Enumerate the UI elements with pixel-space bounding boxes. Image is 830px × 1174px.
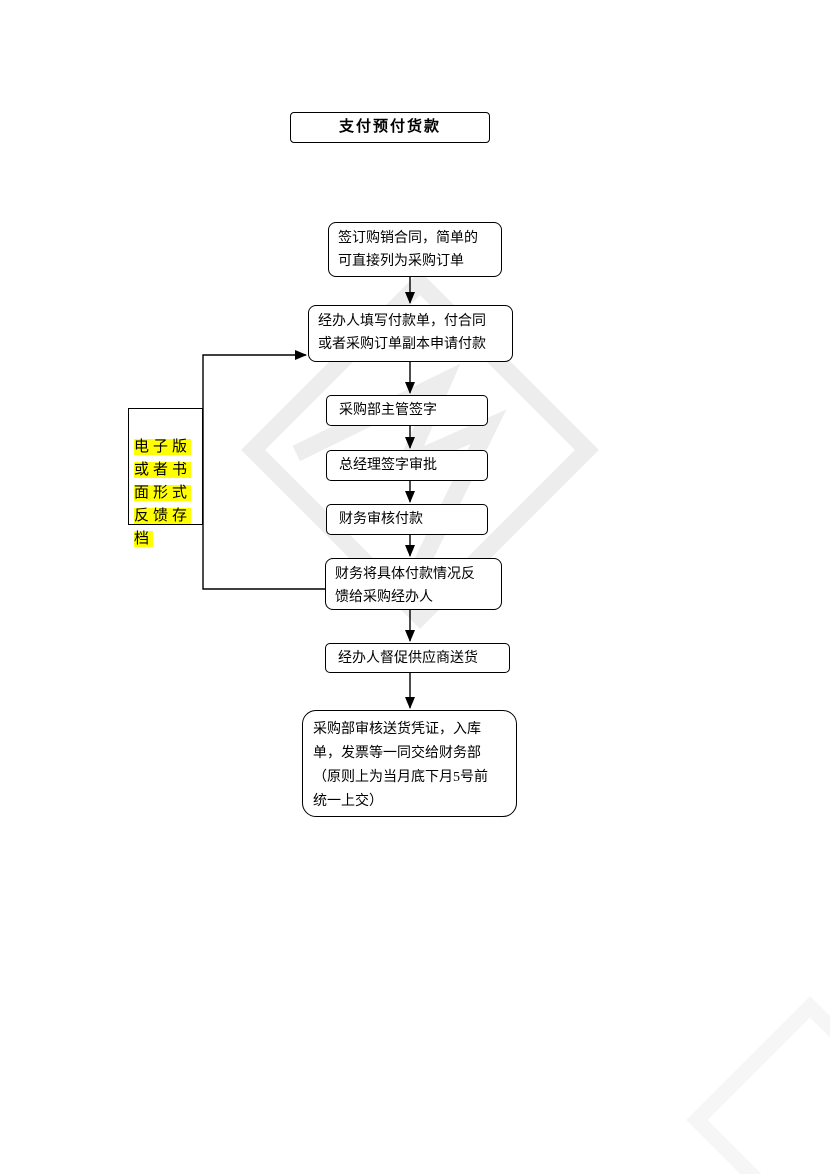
step-sign-contract: 签订购销合同，简单的 可直接列为采购订单	[328, 222, 502, 277]
step-submit-vouchers: 采购部审核送货凭证，入库 单，发票等一同交给财务部 （原则上为当月底下月5号前 …	[302, 710, 517, 817]
step-general-manager-approve: 总经理签字审批	[326, 450, 488, 481]
chart-title: 支付预付货款	[290, 112, 490, 143]
step-purchasing-supervisor-sign: 采购部主管签字	[326, 395, 488, 426]
step-urge-supplier-delivery: 经办人督促供应商送货	[325, 643, 510, 673]
step-finance-feedback: 财务将具体付款情况反 馈给采购经办人	[325, 558, 502, 610]
watermark-fragment	[686, 996, 830, 1174]
step-fill-payment-request: 经办人填写付款单，付合同 或者采购订单副本申请付款	[308, 305, 513, 362]
side-note-box: 电子版 或者书 面形式 反馈存 档	[128, 408, 203, 547]
feedback-loop-connector	[202, 350, 325, 590]
step-finance-review-payment: 财务审核付款	[326, 504, 488, 535]
